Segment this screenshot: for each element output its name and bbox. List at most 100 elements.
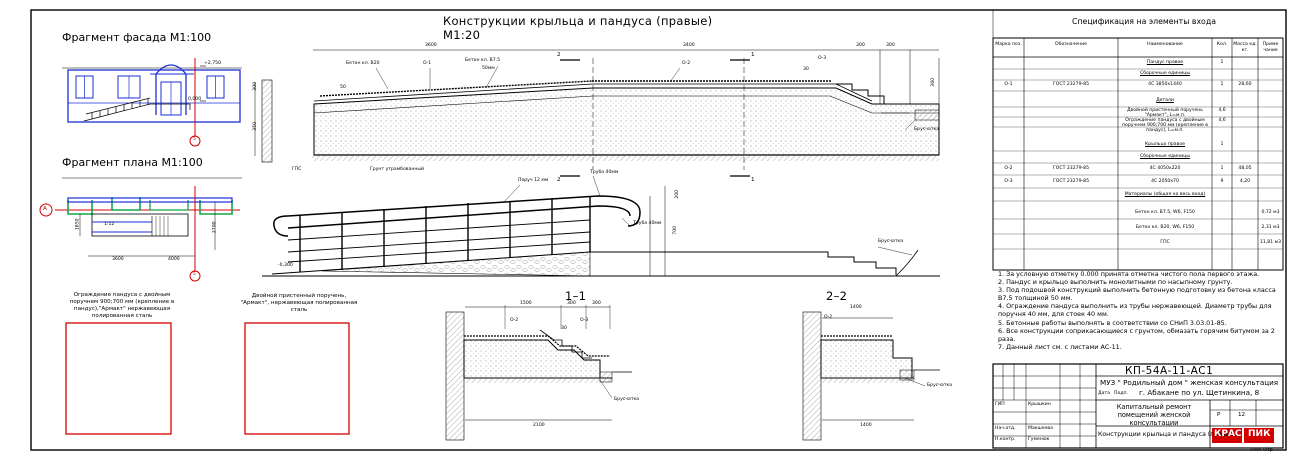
spec-cell: 9	[1220, 179, 1224, 184]
plan-axis-5: 5	[193, 272, 196, 277]
spec-name-cell: Пандус правое	[1146, 60, 1184, 65]
dim-50: 50	[340, 85, 346, 90]
spec-name-cell: 4С 4050х220	[1149, 166, 1181, 171]
spec-name-cell: Бетон кл. В7.5, W6, F150	[1135, 210, 1195, 215]
project-address: г. Абакане по ул. Щетинкина, 8	[1139, 388, 1260, 397]
handrail-label: Поруч 12 мм	[518, 178, 549, 183]
plan-fragment-heading: Фрагмент плана М1:100	[62, 156, 203, 169]
cut-2-bottom: 2	[557, 177, 561, 183]
note-item: 3. Под подошвой конструкций выполнить бе…	[998, 286, 1276, 303]
s2-dim-1400b: 1400	[860, 423, 872, 428]
level-label: -0,300	[278, 263, 293, 268]
ramp-scale: М1:20	[443, 28, 481, 42]
stage-letter: Р	[1217, 412, 1221, 418]
plan-dim-left: 3600	[112, 257, 124, 262]
spec-mark-cell: О-3	[1004, 179, 1013, 184]
s1-o2: О-2	[510, 318, 519, 323]
pipe-label-a: Труба 40мм	[590, 170, 619, 175]
plan-slope: 1:12	[104, 222, 115, 227]
spec-header-cell: Наименование	[1147, 42, 1183, 47]
spec-cell: 28,60	[1238, 82, 1252, 87]
s2-curb: Брусчатка	[927, 383, 953, 388]
work-description: Капитальный ремонт помещений женской кон…	[1116, 403, 1192, 427]
dim-v350: 350	[253, 121, 259, 131]
spec-name-cell: Двойной пристенный поручень "Армакт", L=…	[1126, 108, 1204, 118]
curb-label-mid: Брусчатка	[878, 239, 904, 244]
mark-o2: О-2	[682, 61, 691, 66]
spec-name-cell: 4С 2050х70	[1151, 179, 1179, 184]
sheet-frame	[30, 9, 1287, 451]
spec-cell: 1	[1220, 60, 1224, 65]
spec-cell: 4,6	[1218, 108, 1226, 113]
ramp-title: Конструкции крыльца и пандуса (правые)	[443, 14, 713, 28]
spec-header-cell: Марка поз.	[995, 42, 1022, 47]
gps-label: ГПС	[292, 167, 302, 172]
spec-header-cell: Обозначение	[1055, 42, 1087, 47]
dim-v300: 300	[253, 81, 259, 91]
signature-role: Н.контр.	[995, 437, 1016, 442]
note-item: 6. Все конструкции соприкасающиеся с гру…	[998, 326, 1275, 343]
dim-3400: 3400	[683, 43, 695, 48]
spec-name-cell: ГПС	[1160, 240, 1170, 245]
fence-photo-box	[65, 322, 172, 435]
concrete-b20: Бетон кл. В20	[346, 61, 380, 66]
sheet-number: 12	[1238, 412, 1246, 418]
dim-30: 30	[803, 67, 809, 72]
s1-dim-2100: 2100	[533, 423, 545, 428]
height-200: 200	[675, 189, 681, 199]
spec-name-cell: Детали	[1156, 98, 1174, 103]
spec-cell: ГОСТ 23279-85	[1052, 166, 1089, 171]
note-item: 2. Пандус и крыльцо выполнить монолитным…	[998, 278, 1233, 287]
note-item: 5. Бетонные работы выполнять в соответст…	[998, 318, 1227, 327]
spec-cell: ГОСТ 23279-85	[1052, 82, 1089, 87]
height-700: 700	[673, 225, 679, 235]
general-notes: 1. За условную отметку 0.000 принята отм…	[998, 270, 1280, 351]
spec-name-cell: Ограждение пандуса с двойным поручнем 90…	[1122, 118, 1208, 133]
spec-mark-cell: О-2	[1004, 166, 1013, 171]
s1-curb: Брусчатка	[614, 397, 640, 402]
spec-name-cell: Крыльцо правое	[1145, 142, 1185, 147]
company-logo-a: КРАС	[1214, 429, 1242, 439]
spec-cell: 0,72 м3	[1261, 210, 1280, 215]
spec-header-cell: Кол.	[1216, 42, 1228, 47]
s1-dim-300a: 300	[567, 301, 576, 306]
section-2-2	[802, 311, 940, 441]
section-1-heading: 1–1	[565, 289, 587, 303]
spec-name-cell: Сборочные единицы	[1140, 71, 1190, 76]
note-item: 4. Ограждение пандуса выполнить из трубы…	[998, 302, 1272, 319]
company-logo-b: ПИК	[1248, 429, 1271, 439]
spec-cell: 1	[1220, 166, 1224, 171]
spec-name-cell: Бетон кл. В20, W6, F150	[1135, 225, 1195, 230]
handrail-caption: Двойной пристенный поручень, "Армакт", н…	[240, 293, 358, 313]
sheet-title: Конструкции крыльца и пандуса (правые)	[1098, 431, 1237, 438]
facade-elevation-label: +2,750	[204, 61, 222, 66]
spec-cell: 4,20	[1239, 179, 1251, 184]
signature-name: Макшеева	[1028, 426, 1053, 431]
plan-fragment	[39, 177, 242, 282]
cut-1-bottom: 1	[751, 177, 755, 183]
railing-elevation	[262, 175, 940, 277]
signature-name: Крышкин	[1028, 402, 1051, 407]
spec-header-cell: Масса ед. кг.	[1233, 42, 1257, 53]
soil-label: Грунт утрамбованный	[370, 167, 424, 172]
sign-label: Подп.	[1114, 391, 1128, 396]
spec-name-cell: 4С 3850х1440	[1148, 82, 1182, 87]
s1-o3: О-3	[580, 318, 589, 323]
fence-caption: Ограждение пандуса с двойным поручнем 90…	[69, 292, 175, 319]
spec-title: Спецификация на элементы входа	[1072, 17, 1216, 26]
concrete-b75: Бетон кл. В7.5	[465, 58, 501, 63]
handrail-photo-box	[244, 322, 350, 435]
signature-role: ГИП	[995, 402, 1005, 407]
title-block	[992, 363, 1284, 449]
cut-2-top: 2	[557, 52, 561, 58]
spec-cell: 48,05	[1238, 166, 1252, 171]
plan-dim-h2: 2700	[212, 221, 218, 234]
s2-o2: О-2	[824, 315, 833, 320]
s1-dim-300b: 300	[592, 301, 601, 306]
spec-header-cell: Приме чание	[1262, 42, 1279, 53]
spec-name-cell: Материалы (общая на весь вход)	[1124, 192, 1206, 197]
facade-axis-label: 5	[193, 137, 196, 142]
dim-v360: 360	[931, 77, 937, 87]
spec-cell: 1	[1220, 82, 1224, 87]
